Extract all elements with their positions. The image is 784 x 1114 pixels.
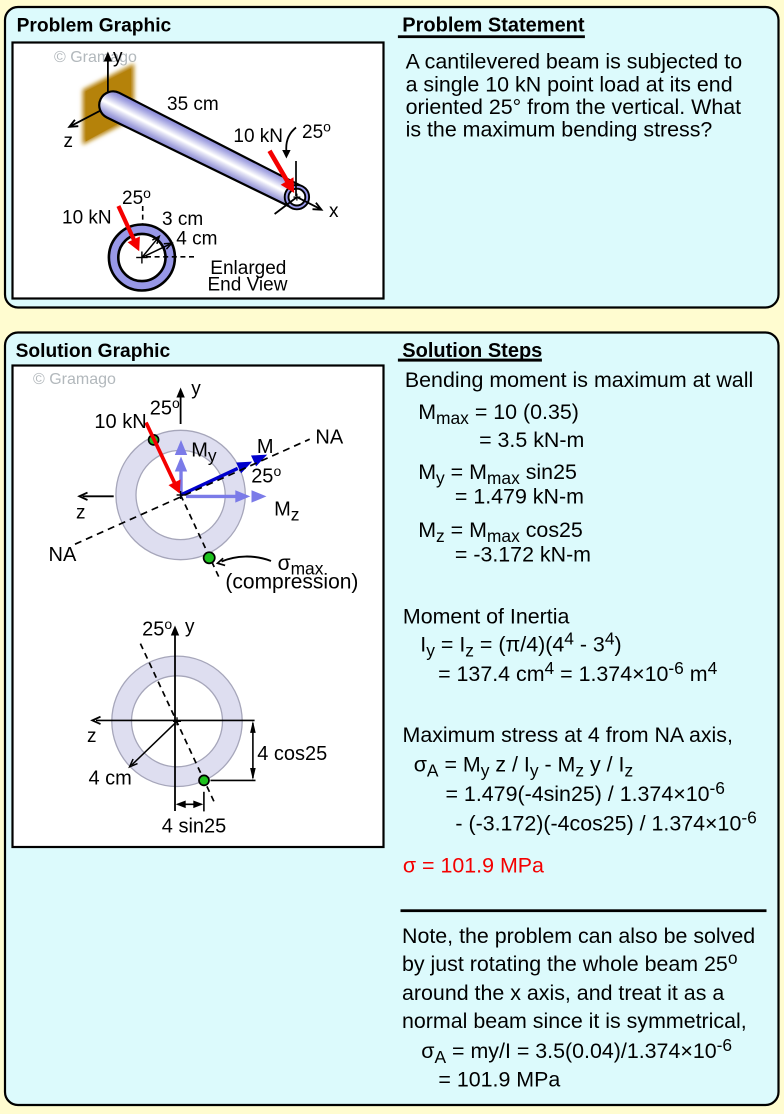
svg-text:= 1.479 kN-m: = 1.479 kN-m — [455, 485, 584, 509]
svg-text:z: z — [87, 726, 97, 747]
svg-text:normal beam since it is symmet: normal beam since it is symmetrical, — [402, 1009, 747, 1033]
svg-text:Problem Statement: Problem Statement — [402, 15, 585, 37]
svg-text:- (-3.172)(-4cos25) / 1.374×10: - (-3.172)(-4cos25) / 1.374×10-6 — [455, 808, 756, 836]
svg-text:by just rotating the whole bea: by just rotating the whole beam 25o — [402, 948, 737, 976]
svg-text:10 kN: 10 kN — [62, 208, 112, 229]
svg-text:Problem Graphic: Problem Graphic — [17, 16, 172, 37]
svg-text:Enlarged: Enlarged — [210, 258, 286, 279]
svg-text:A cantilevered beam is subject: A cantilevered beam is subjected to — [406, 50, 743, 74]
svg-text:is the maximum bending stress?: is the maximum bending stress? — [406, 118, 713, 142]
svg-text:35 cm: 35 cm — [167, 94, 219, 115]
svg-text:25o: 25o — [302, 119, 331, 144]
svg-text:y: y — [191, 379, 201, 400]
svg-text:NA: NA — [49, 544, 77, 566]
svg-text:σ = 101.9 MPa: σ = 101.9 MPa — [403, 854, 544, 878]
svg-text:4 cos25: 4 cos25 — [257, 743, 327, 765]
svg-text:NA: NA — [315, 427, 343, 449]
svg-text:Solution Steps: Solution Steps — [402, 340, 542, 362]
svg-text:= 3.5 kN-m: = 3.5 kN-m — [479, 428, 584, 452]
svg-text:4 sin25: 4 sin25 — [162, 816, 227, 838]
svg-text:Maximum stress at 4 from NA ax: Maximum stress at 4 from NA axis, — [403, 723, 733, 747]
svg-text:y: y — [113, 47, 123, 68]
svg-text:x: x — [329, 201, 339, 222]
svg-text:Moment of Inertia: Moment of Inertia — [403, 604, 570, 628]
svg-text:3 cm: 3 cm — [162, 209, 203, 230]
svg-text:around the x axis, and treat i: around the x axis, and treat it as a — [402, 981, 724, 1005]
svg-text:10 kN: 10 kN — [233, 126, 283, 147]
svg-text:σA = my/I = 3.5(0.04)/1.374×10: σA = my/I = 3.5(0.04)/1.374×10-6 — [421, 1035, 732, 1067]
svg-text:4 cm: 4 cm — [89, 768, 132, 790]
svg-text:Solution Graphic: Solution Graphic — [16, 341, 171, 362]
svg-text:= -3.172 kN-m: = -3.172 kN-m — [455, 542, 591, 566]
svg-text:a single 10 kN point load at i: a single 10 kN point load at its end — [406, 72, 733, 96]
svg-text:© Gramago: © Gramago — [33, 371, 116, 388]
svg-text:Mz = Mmax cos25: Mz = Mmax cos25 — [418, 518, 583, 546]
svg-text:(compression): (compression) — [225, 571, 358, 594]
svg-text:© Gramago: © Gramago — [54, 49, 137, 66]
svg-text:= 101.9 MPa: = 101.9 MPa — [438, 1067, 560, 1091]
svg-text:Iy = Iz = (π/4)(44 - 34): Iy = Iz = (π/4)(44 - 34) — [420, 629, 621, 661]
svg-text:σA = My z / Iy - Mz y / Iz: σA = My z / Iy - Mz y / Iz — [414, 753, 634, 781]
svg-text:y: y — [185, 617, 195, 638]
svg-text:4 cm: 4 cm — [176, 229, 217, 250]
svg-text:10 kN: 10 kN — [94, 411, 146, 433]
svg-text:oriented 25° from the vertical: oriented 25° from the vertical. What — [406, 95, 742, 119]
svg-text:End View: End View — [208, 275, 288, 296]
svg-text:Mmax = 10 (0.35): Mmax = 10 (0.35) — [418, 400, 579, 428]
svg-text:z: z — [76, 503, 86, 524]
svg-text:Note, the problem can also be: Note, the problem can also be solved — [402, 924, 755, 948]
svg-text:Bending moment is maximum at w: Bending moment is maximum at wall — [405, 368, 753, 392]
svg-text:z: z — [64, 131, 74, 152]
svg-text:= 1.479(-4sin25) / 1.374×10-6: = 1.479(-4sin25) / 1.374×10-6 — [446, 778, 725, 806]
svg-text:M: M — [257, 436, 274, 458]
